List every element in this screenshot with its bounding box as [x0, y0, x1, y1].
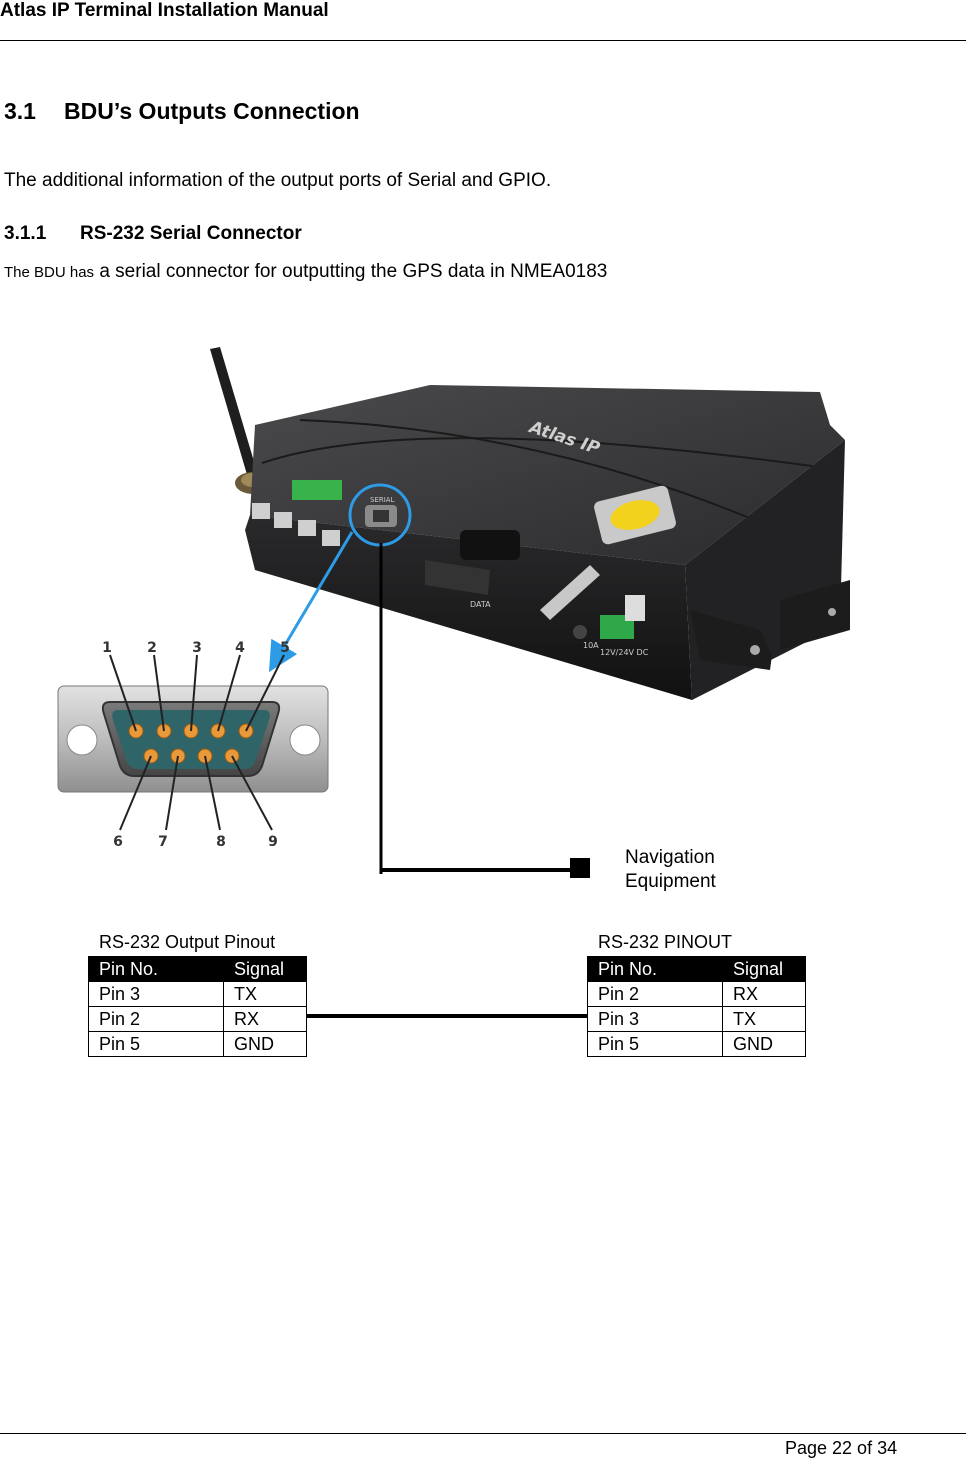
table-cell: GND — [722, 1031, 806, 1057]
description-lead: The BDU has — [4, 264, 95, 281]
bdu-device: Atlas IP 10A 12V/24V DC DATA SERIAL — [245, 385, 850, 700]
right-table-caption: RS-232 PINOUT — [598, 932, 733, 952]
port-label-data: DATA — [470, 600, 491, 609]
section-number: 3.1 — [4, 98, 36, 124]
table-cell: RX — [722, 981, 806, 1007]
left-pinout-table: Pin No. Signal Pin 3 TX Pin 2 RX Pin 5 G… — [88, 956, 307, 1057]
pin-label-1: 1 — [102, 640, 112, 656]
section-title: BDU’s Outputs Connection — [64, 98, 360, 124]
table-row: Pin 5 GND — [587, 1031, 806, 1057]
pin-label-2: 2 — [147, 640, 157, 656]
pin-label-6: 6 — [113, 834, 123, 850]
table-cell: Pin 2 — [587, 981, 723, 1007]
pin-label-8: 8 — [216, 834, 226, 850]
right-pinout-table: Pin No. Signal Pin 2 RX Pin 3 TX Pin 5 G… — [587, 956, 806, 1057]
document-header-title: Atlas IP Terminal Installation Manual — [0, 0, 329, 21]
table-header-row: Pin No. Signal — [88, 956, 307, 982]
table-cell: Pin 3 — [587, 1006, 723, 1032]
footer-divider — [0, 1433, 966, 1434]
table-row: Pin 3 TX — [587, 1006, 806, 1032]
table-cell: Pin 5 — [587, 1031, 723, 1057]
table-cell: Pin 3 — [88, 981, 224, 1007]
header-cell: Signal — [223, 956, 307, 982]
header-cell: Pin No. — [587, 956, 723, 982]
table-cell: Pin 5 — [88, 1031, 224, 1057]
db9-connector: 1 2 3 4 5 6 7 8 9 — [57, 640, 329, 850]
subsection-title: RS-232 Serial Connector — [80, 223, 302, 244]
port-label-dc: 12V/24V DC — [600, 648, 649, 657]
table-row: Pin 3 TX — [88, 981, 307, 1007]
pin-label-5: 5 — [280, 640, 290, 656]
table-cell: Pin 2 — [88, 1006, 224, 1032]
table-header-row: Pin No. Signal — [587, 956, 806, 982]
table-row: Pin 5 GND — [88, 1031, 307, 1057]
table-cell: TX — [223, 981, 307, 1007]
subsection-number: 3.1.1 — [4, 223, 47, 244]
pin-label-3: 3 — [192, 640, 202, 656]
pin-label-9: 9 — [268, 834, 278, 850]
pin-label-7: 7 — [158, 834, 168, 850]
table-row: Pin 2 RX — [88, 1006, 307, 1032]
port-label-10a: 10A — [583, 641, 599, 650]
table-row: Pin 2 RX — [587, 981, 806, 1007]
navigation-equipment-block — [570, 858, 590, 878]
intro-paragraph: The additional information of the output… — [4, 170, 552, 191]
subsection-heading: 3.1.1 RS-232 Serial Connector — [4, 223, 302, 245]
table-cell: RX — [223, 1006, 307, 1032]
navigation-label-line1: Navigation — [625, 847, 715, 868]
highlight-arrow — [268, 531, 354, 673]
description-paragraph: The BDU has a serial connector for outpu… — [4, 261, 607, 283]
pin-label-4: 4 — [235, 640, 245, 656]
left-table-caption: RS-232 Output Pinout — [99, 932, 276, 952]
description-rest: a serial connector for outputting the GP… — [94, 261, 608, 282]
serial-cable — [379, 543, 590, 878]
header-cell: Pin No. — [88, 956, 224, 982]
header-cell: Signal — [722, 956, 806, 982]
table-cell: TX — [722, 1006, 806, 1032]
table-cell: GND — [223, 1031, 307, 1057]
navigation-label-line2: Equipment — [625, 871, 716, 892]
header-divider — [0, 40, 966, 41]
port-label-serial: SERIAL — [370, 496, 395, 504]
navigation-equipment-label: Navigation Equipment — [625, 846, 716, 894]
section-heading: 3.1 BDU’s Outputs Connection — [4, 98, 360, 125]
page-number: Page 22 of 34 — [785, 1438, 898, 1458]
